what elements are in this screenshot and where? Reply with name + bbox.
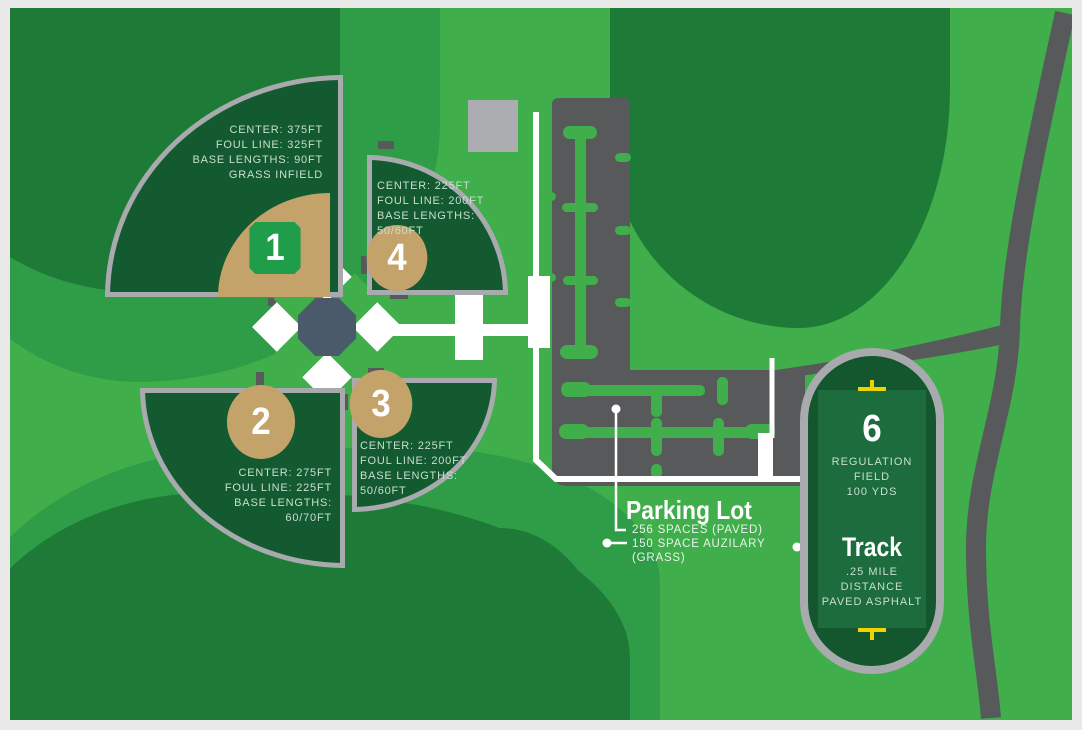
- parking-island: [651, 385, 662, 417]
- parking-island: [651, 464, 662, 478]
- parking-island: [575, 128, 586, 354]
- parking-detail-line: (GRASS): [632, 552, 686, 564]
- bleacher: [256, 372, 264, 388]
- field-1-marker: 1: [249, 222, 301, 274]
- field-4-marker: 4: [366, 225, 428, 291]
- track-field-marker: 6: [862, 407, 882, 450]
- parking-island: [565, 385, 705, 396]
- bleacher: [361, 256, 369, 274]
- walkway-block: [528, 276, 550, 348]
- building-square: [468, 100, 518, 152]
- goalpost-icon: [858, 628, 886, 632]
- field-1-spec-line: CENTER: 375FT: [229, 124, 323, 136]
- parking-island: [562, 203, 598, 212]
- track-detail-line: PAVED ASPHALT: [821, 596, 923, 608]
- field-3-specs: CENTER: 225FT FOUL LINE: 200FT BASE LENG…: [360, 439, 500, 499]
- field-1-spec-line: GRASS INFIELD: [228, 169, 323, 181]
- field-1-homeplate-circle: [294, 267, 312, 285]
- parking-island: [615, 298, 631, 307]
- field-2-marker: 2: [226, 385, 296, 459]
- leader-dot: [792, 542, 802, 552]
- goalpost-icon: [870, 380, 874, 388]
- bleacher: [378, 141, 394, 149]
- field-3-spec-line: CENTER: 225FT: [360, 440, 454, 452]
- field-3-spec-line: 50/60FT: [360, 485, 407, 497]
- parking-detail-line: 256 SPACES (PAVED): [632, 524, 763, 536]
- parking-island: [559, 424, 589, 439]
- field-1-specs: CENTER: 375FT FOUL LINE: 325FT BASE LENG…: [105, 123, 323, 183]
- field-3-spec-line: FOUL LINE: 200FT: [360, 455, 468, 467]
- field-4-spec-line: 50/60FT: [377, 225, 424, 237]
- field-4-spec-line: FOUL LINE: 200FT: [377, 195, 485, 207]
- parking-lot-title: Parking Lot: [626, 495, 752, 525]
- track-details: .25 MILE DISTANCE PAVED ASPHALT: [790, 565, 954, 610]
- roads-and-paths-overlay: [344, 10, 1072, 719]
- parking-island: [541, 192, 556, 201]
- track-detail-line: DISTANCE: [840, 581, 904, 593]
- parking-island: [717, 377, 728, 405]
- field-2-spec-line: CENTER: 275FT: [238, 467, 332, 479]
- field-4-spec-line: BASE LENGTHS:: [377, 210, 475, 222]
- leader-line-parking-paved: [614, 409, 626, 532]
- goalpost-icon: [870, 632, 874, 640]
- field-1-spec-line: FOUL LINE: 325FT: [215, 139, 323, 151]
- track-infield-line: 100 YDS: [846, 486, 898, 498]
- track-infield-line: FIELD: [853, 471, 891, 483]
- parking-island: [560, 345, 598, 359]
- sports-complex-map: CENTER: 375FT FOUL LINE: 325FT BASE LENG…: [10, 8, 1072, 720]
- track-title: Track: [842, 532, 902, 562]
- track-infield-label: REGULATION FIELD 100 YDS: [810, 455, 934, 500]
- field-3-marker: 3: [349, 370, 413, 438]
- goalpost-icon: [858, 387, 886, 391]
- parking-lot-details: 256 SPACES (PAVED) 150 SPACE AUZILARY (G…: [632, 523, 766, 565]
- field-3-spec-line: BASE LENGTHS:: [360, 470, 458, 482]
- field-2-spec-line: 60/70FT: [285, 512, 332, 524]
- field-2-specs: CENTER: 275FT FOUL LINE: 225FT BASE LENG…: [138, 466, 332, 526]
- parking-island: [651, 418, 662, 456]
- track-detail-line: .25 MILE: [845, 566, 899, 578]
- track-infield: [818, 390, 926, 628]
- plaza-pavilion: [298, 298, 356, 356]
- field-4-specs: CENTER: 225FT FOUL LINE: 200FT BASE LENG…: [377, 179, 502, 239]
- leader-dot: [611, 404, 621, 414]
- parking-island: [563, 126, 597, 139]
- walkway-west-of-lot: [533, 112, 800, 482]
- field-2-spec-line: FOUL LINE: 225FT: [224, 482, 332, 494]
- bleacher: [390, 291, 408, 299]
- parking-island: [563, 427, 763, 438]
- parking-island: [615, 226, 631, 235]
- parking-island: [563, 276, 598, 285]
- field-4-spec-line: CENTER: 225FT: [377, 180, 471, 192]
- parking-island: [561, 382, 591, 397]
- crosswalk-block: [758, 433, 773, 477]
- main-road: [965, 10, 1072, 719]
- parking-island: [615, 153, 631, 162]
- field-1-spec-line: BASE LENGTHS: 90FT: [192, 154, 323, 166]
- parking-island: [713, 418, 724, 456]
- track-infield-line: REGULATION: [831, 456, 913, 468]
- leader-dot: [602, 538, 612, 548]
- parking-detail-line: 150 SPACE AUZILARY: [632, 538, 766, 550]
- field-2-spec-line: BASE LENGTHS:: [234, 497, 332, 509]
